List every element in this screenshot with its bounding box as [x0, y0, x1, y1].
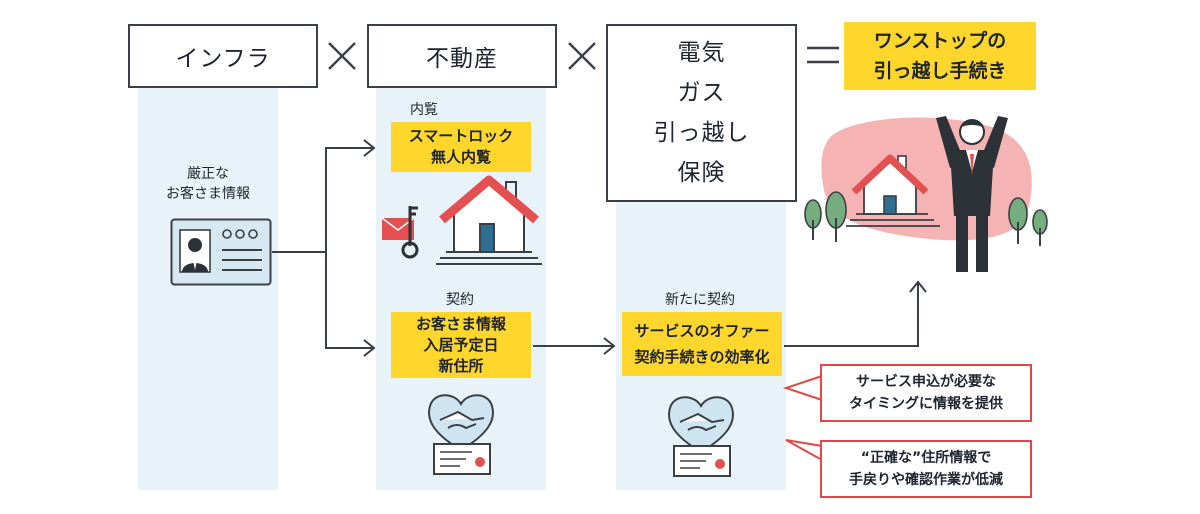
tree-icon — [1032, 209, 1048, 246]
arrow-icon — [325, 252, 374, 349]
arrow-icon — [272, 147, 374, 253]
services-item: ガス — [677, 80, 726, 106]
handshake-icon — [428, 394, 494, 452]
house-icon — [846, 154, 940, 227]
customer-info-label: 厳正な お客さま情報 — [166, 166, 250, 202]
contract-box: お客さま情報 入居予定日 新住所 — [391, 312, 531, 378]
handshake-icon — [668, 396, 734, 454]
services-item: 保険 — [677, 160, 726, 186]
arrow-icon — [603, 337, 616, 355]
infra-box: インフラ — [128, 24, 318, 88]
services-box: 電気 ガス 引っ越し 保険 — [606, 24, 797, 202]
services-item: 電気 — [677, 40, 726, 66]
arrow-icon — [909, 280, 927, 293]
certificate-icon — [673, 445, 731, 477]
certificate-icon — [433, 443, 491, 475]
realestate-box: 不動産 — [367, 24, 557, 88]
times-icon — [568, 42, 596, 70]
services-item: 引っ越し — [653, 120, 750, 146]
viewing-box: スマートロック 無人内覧 — [391, 122, 531, 172]
callout-pointer — [785, 439, 823, 461]
house-icon — [436, 175, 542, 265]
person-cheering-icon — [936, 116, 1008, 272]
callout-accuracy: “正確な”住所情報で 手戻りや確認作業が低減 — [820, 440, 1032, 498]
arrow-icon — [363, 339, 376, 357]
tree-icon — [1008, 197, 1028, 244]
result-label: ワンストップの 引っ越し手続き — [844, 22, 1036, 90]
arrow-icon — [784, 282, 919, 347]
realestate-box-label: 不動産 — [426, 46, 498, 72]
viewing-label: 内覧 — [410, 102, 438, 118]
result-line: 引っ越し手続き — [873, 60, 1007, 82]
tree-icon — [825, 191, 847, 242]
smart-lock-icon — [381, 206, 419, 259]
result-illustration — [804, 116, 1048, 272]
contract-label: 契約 — [446, 292, 474, 308]
arrow-icon — [363, 139, 376, 157]
id-card-icon — [170, 218, 272, 286]
times-icon — [328, 42, 356, 70]
callout-pointer — [782, 375, 823, 401]
equals-icon — [807, 46, 839, 64]
infra-box-label: インフラ — [175, 46, 271, 72]
new-contract-label: 新たに契約 — [665, 292, 735, 308]
tree-icon — [804, 199, 822, 240]
result-line: ワンストップの — [873, 30, 1007, 52]
callout-timing: サービス申込が必要な タイミングに情報を提供 — [820, 364, 1032, 422]
offer-box: サービスのオファー 契約手続きの効率化 — [622, 312, 782, 376]
infra-column — [138, 86, 278, 490]
